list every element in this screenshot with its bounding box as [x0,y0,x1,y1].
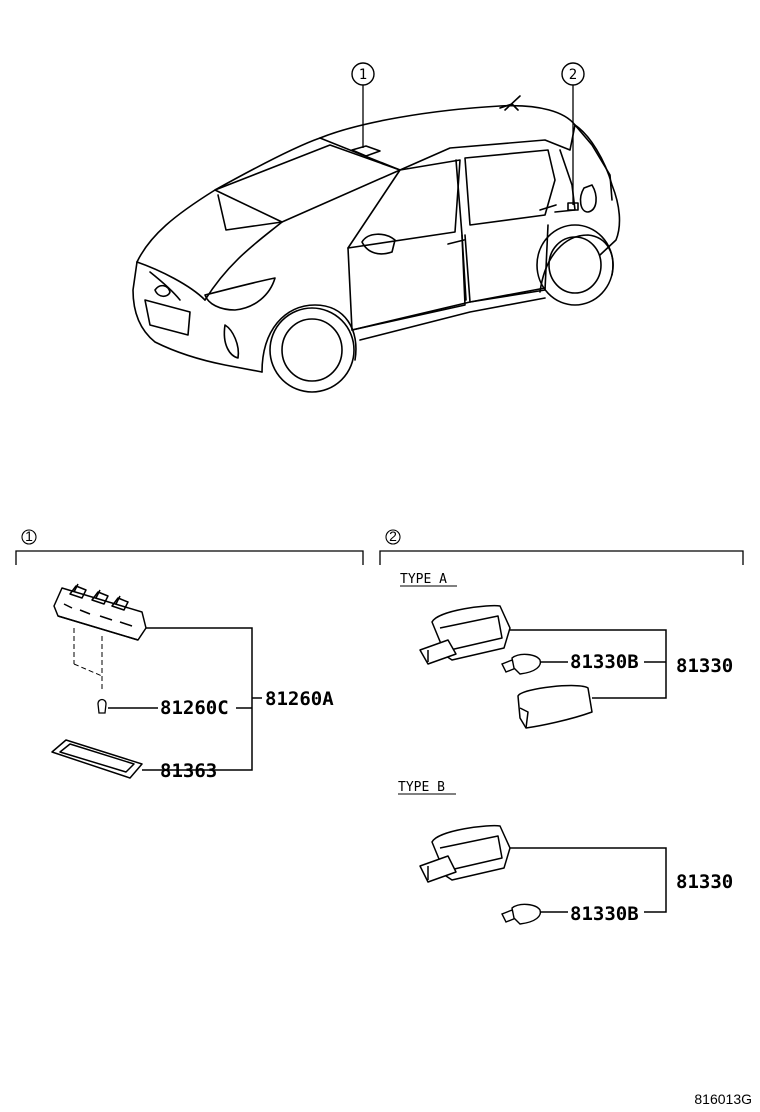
lens-cover-a [517,684,593,729]
part-number-81260a: 81260A [265,688,334,710]
type-b-label: TYPE B [398,780,445,795]
callout-1: 1 [351,62,375,148]
bulb-81330b-b [501,903,542,925]
type-b-part-number-81330b: 81330B [570,903,639,925]
type-b-leaders [510,847,667,913]
part-number-81260c: 81260C [160,697,229,719]
type-a-label: TYPE A [400,572,447,587]
type-a-leaders [510,629,667,699]
license-lamp-a [419,604,511,665]
dome-lamp-housing [53,583,147,641]
section-2: 2 TYPE A 81330B 81330 TYPE B [379,528,744,925]
license-lamp-b [419,824,511,883]
section-1: 1 81260C 8 [15,528,364,782]
section-2-label: 2 [389,528,397,544]
section-1-leaders [108,627,262,771]
lens-81363 [51,739,143,779]
type-a-part-number-81330: 81330 [676,655,733,677]
figure-code: 816013G [694,1091,752,1107]
callout-2: 2 [561,62,585,205]
type-b-part-number-81330: 81330 [676,871,733,893]
bulb-81330b-a [501,653,542,675]
type-a-part-number-81330b: 81330B [570,651,639,673]
section-1-label: 1 [25,528,33,544]
bulb-81260c [97,698,107,714]
part-number-81363: 81363 [160,760,217,782]
callout-1-number: 1 [359,67,367,83]
car-illustration [132,95,621,393]
callout-2-number: 2 [569,67,577,83]
